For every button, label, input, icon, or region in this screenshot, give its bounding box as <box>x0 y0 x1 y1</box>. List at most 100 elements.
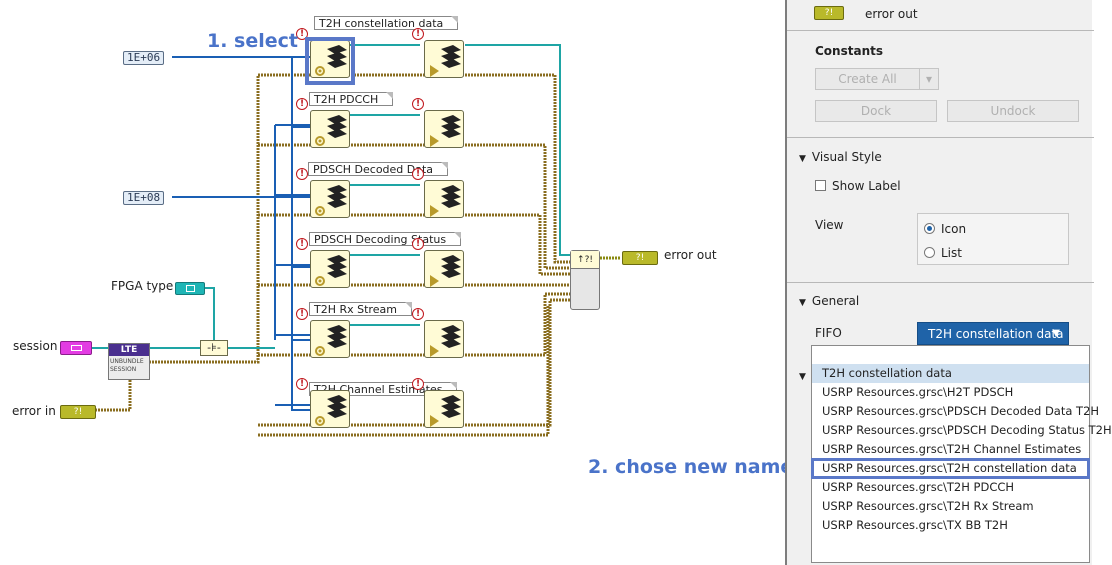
fifo-label: FIFO <box>815 326 842 340</box>
error-out-label: error out <box>664 248 717 262</box>
error-cluster-icon: ?! <box>635 253 645 263</box>
fifo-start-node[interactable] <box>424 320 464 358</box>
error-in-terminal[interactable]: ?! <box>60 405 96 419</box>
visual-style-section[interactable]: ▼ Visual Style <box>799 150 882 164</box>
view-radio-group: Icon List <box>917 213 1069 265</box>
fifo-configure-node[interactable] <box>310 250 350 288</box>
view-option-list[interactable]: List <box>924 246 962 260</box>
fifo-option[interactable]: USRP Resources.grsc\PDSCH Decoded Data T… <box>822 404 1100 418</box>
error-terminal-icon: ! <box>412 308 424 320</box>
fifo-option[interactable]: USRP Resources.grsc\PDSCH Decoding Statu… <box>822 423 1112 437</box>
fifo-configure-node[interactable] <box>310 390 350 428</box>
error-terminal-icon: ! <box>412 238 424 250</box>
fifo-option[interactable]: T2H constellation data <box>812 364 1089 383</box>
error-terminal-icon: ! <box>412 378 424 390</box>
view-option-icon-label: Icon <box>941 222 967 236</box>
error-out-indicator[interactable]: ?! <box>622 251 658 265</box>
session-icon <box>71 345 82 351</box>
fifo-stack-icon <box>430 255 461 287</box>
fifo-tag-label: PDSCH Decoding Status <box>309 232 462 246</box>
fifo-stack-icon <box>315 325 347 356</box>
annotation-chose-new-name: 2. chose new name <box>588 456 794 478</box>
error-terminal-icon: ! <box>412 168 424 180</box>
error-terminal-icon: ! <box>296 168 308 180</box>
chevron-down-icon: ▾ <box>925 72 933 86</box>
fifo-stack-icon <box>315 115 347 146</box>
fifo-option[interactable]: USRP Resources.grsc\T2H Channel Estimate… <box>822 442 1082 456</box>
fifo-tag-label: T2H Rx Stream <box>309 302 412 316</box>
lte-unbundle-session-block[interactable]: LTE UNBUNDLE SESSION <box>108 343 150 380</box>
error-cluster-icon: ?! <box>73 407 83 417</box>
dropdown-arrow-icon: ▼ <box>1052 328 1060 339</box>
session-label: session <box>13 339 58 353</box>
dock-button[interactable]: Dock <box>815 100 937 122</box>
general-section[interactable]: ▼ General <box>799 294 859 308</box>
error-in-label: error in <box>12 404 56 418</box>
view-label: View <box>815 218 844 232</box>
fifo-configure-node[interactable] <box>310 40 350 78</box>
fpga-type-icon <box>186 285 195 292</box>
error-terminal-icon: ! <box>296 238 308 250</box>
constants-heading: Constants <box>815 44 883 58</box>
constant-1e06[interactable]: 1E+06 <box>123 51 165 65</box>
create-all-button[interactable]: Create All <box>815 68 920 90</box>
view-option-icon[interactable]: Icon <box>924 222 966 236</box>
fpga-type-label: FPGA type <box>111 279 174 293</box>
view-option-list-label: List <box>941 246 962 260</box>
fifo-stack-icon <box>430 395 461 427</box>
fifo-option[interactable]: USRP Resources.grsc\T2H PDCCH <box>822 480 1015 494</box>
fifo-configure-node[interactable] <box>310 320 350 358</box>
error-cluster-icon: ?! <box>824 8 834 18</box>
fifo-dropdown[interactable]: T2H constellation data ▼ <box>917 322 1069 345</box>
collapse-triangle-icon: ▼ <box>799 298 806 308</box>
fifo-stack-icon <box>315 45 347 76</box>
fifo-configure-node[interactable] <box>310 180 350 218</box>
fifo-tag-label: PDSCH Decoded Data <box>308 162 449 176</box>
undock-button[interactable]: Undock <box>947 100 1079 122</box>
fifo-start-node[interactable] <box>424 390 464 428</box>
selection-highlight <box>305 37 355 85</box>
fifo-option[interactable]: USRP Resources.grsc\TX BB T2H <box>822 518 1008 532</box>
visual-style-heading: Visual Style <box>811 150 882 164</box>
error-terminal-icon: ! <box>296 98 308 110</box>
constant-1e08[interactable]: 1E+08 <box>123 191 165 205</box>
fifo-stack-icon <box>430 115 461 147</box>
collapse-triangle-icon: ▼ <box>799 154 806 164</box>
fifo-option[interactable]: USRP Resources.grsc\T2H Rx Stream <box>822 499 1034 513</box>
create-all-dropdown-button[interactable]: ▾ <box>919 68 939 90</box>
unbundle-node[interactable]: -⊧- <box>200 340 228 356</box>
fifo-stack-icon <box>315 255 347 286</box>
fifo-configure-node[interactable] <box>310 110 350 148</box>
fifo-tag-label: T2H constellation data <box>314 16 459 30</box>
fifo-stack-icon <box>430 325 461 357</box>
fifo-stack-icon <box>315 395 347 426</box>
lte-block-subtitle: UNBUNDLE SESSION <box>110 358 144 373</box>
error-terminal-icon: ! <box>412 28 424 40</box>
wire-layer <box>92 44 620 437</box>
checkbox-box <box>815 180 826 191</box>
general-heading: General <box>811 294 860 308</box>
show-label-checkbox[interactable]: Show Label <box>815 179 901 193</box>
radio-selected <box>924 223 935 234</box>
block-diagram[interactable]: 1E+06 1E+08 FPGA type session LTE UNBUND… <box>0 0 793 565</box>
collapse-triangle-icon[interactable]: ▼ <box>799 372 806 382</box>
error-terminal-icon: ! <box>296 308 308 320</box>
merge-errors-icon: ↑?! <box>571 251 599 269</box>
error-terminal-icon: ! <box>296 378 308 390</box>
fifo-option[interactable]: USRP Resources.grsc\T2H constellation da… <box>811 458 1090 479</box>
radio-unselected <box>924 247 935 258</box>
merge-errors-node[interactable]: ↑?! <box>570 250 600 310</box>
show-label-text: Show Label <box>832 179 901 193</box>
unbundle-icon: -⊧- <box>207 341 221 354</box>
fpga-type-control[interactable] <box>175 282 205 295</box>
fifo-option[interactable]: USRP Resources.grsc\H2T PDSCH <box>822 385 1014 399</box>
fifo-start-node[interactable] <box>424 40 464 78</box>
fifo-start-node[interactable] <box>424 180 464 218</box>
session-control[interactable] <box>60 341 92 355</box>
annotation-select: 1. select <box>207 30 298 52</box>
error-out-panel-icon: ?! <box>814 6 844 20</box>
fifo-start-node[interactable] <box>424 250 464 288</box>
error-terminal-icon: ! <box>412 98 424 110</box>
fifo-start-node[interactable] <box>424 110 464 148</box>
